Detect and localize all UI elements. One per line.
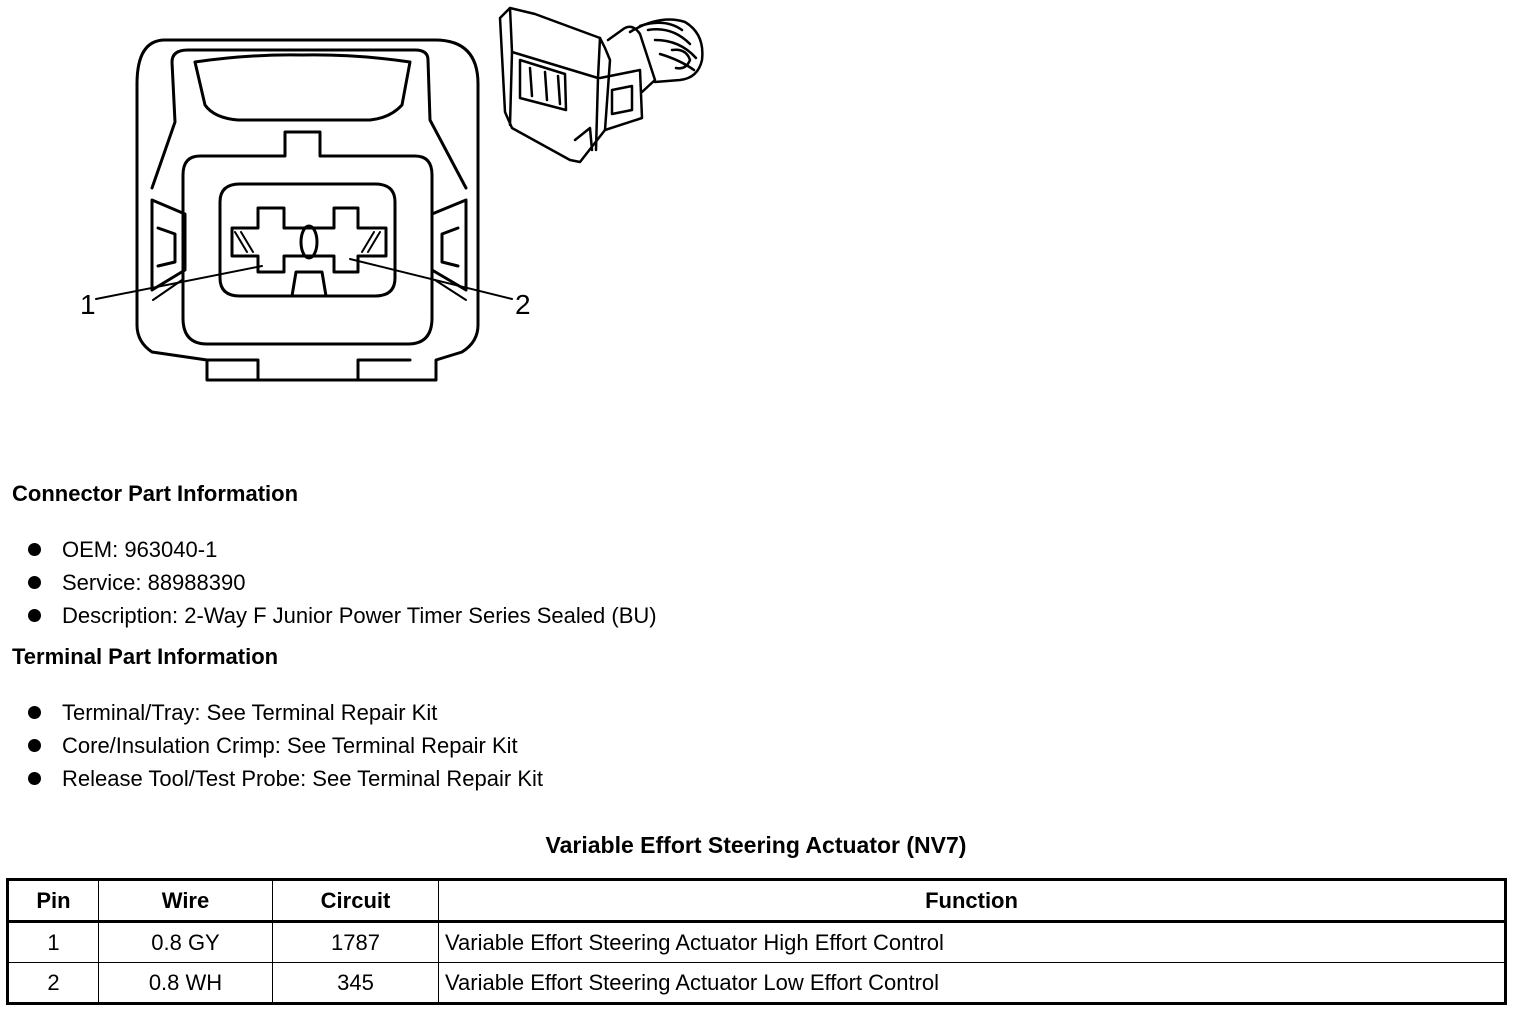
list-item: OEM: 963040-1 bbox=[28, 533, 657, 566]
column-header-wire: Wire bbox=[98, 879, 273, 923]
pinout-table: Pin Wire Circuit Function 1 0.8 GY 1787 … bbox=[6, 878, 1507, 1005]
pin-cell: 2 bbox=[7, 962, 99, 1004]
crimp-info: Core/Insulation Crimp: See Terminal Repa… bbox=[62, 733, 518, 758]
connector-description: Description: 2-Way F Junior Power Timer … bbox=[62, 603, 657, 628]
connector-face-view bbox=[135, 38, 480, 382]
table-row: 2 0.8 WH 345 Variable Effort Steering Ac… bbox=[7, 962, 1506, 1004]
column-header-function: Function bbox=[438, 879, 1506, 923]
function-cell: Variable Effort Steering Actuator Low Ef… bbox=[438, 962, 1506, 1004]
list-item: Description: 2-Way F Junior Power Timer … bbox=[28, 599, 657, 632]
terminal-part-information-heading: Terminal Part Information bbox=[12, 644, 279, 669]
column-header-circuit: Circuit bbox=[272, 879, 439, 923]
connector-diagram: 1 2 bbox=[80, 6, 704, 382]
bullet-icon bbox=[28, 706, 41, 719]
circuit-cell: 345 bbox=[272, 962, 439, 1004]
bullet-icon bbox=[28, 609, 41, 622]
connector-isometric-view bbox=[498, 6, 704, 164]
list-item: Terminal/Tray: See Terminal Repair Kit bbox=[28, 696, 543, 729]
oem-part-number: OEM: 963040-1 bbox=[62, 537, 218, 562]
pin-leader-lines bbox=[95, 258, 513, 300]
list-item: Release Tool/Test Probe: See Terminal Re… bbox=[28, 762, 543, 795]
service-part-number: Service: 88988390 bbox=[62, 570, 246, 595]
function-cell: Variable Effort Steering Actuator High E… bbox=[438, 921, 1506, 963]
bullet-icon bbox=[28, 739, 41, 752]
table-header-row: Pin Wire Circuit Function bbox=[7, 879, 1506, 923]
bullet-icon bbox=[28, 576, 41, 589]
list-item: Core/Insulation Crimp: See Terminal Repa… bbox=[28, 729, 543, 762]
wire-cell: 0.8 GY bbox=[98, 921, 273, 963]
pin-cell: 1 bbox=[7, 921, 99, 963]
connector-part-information-heading: Connector Part Information bbox=[12, 481, 299, 506]
terminal-tray-info: Terminal/Tray: See Terminal Repair Kit bbox=[62, 700, 438, 725]
list-item: Service: 88988390 bbox=[28, 566, 657, 599]
column-header-pin: Pin bbox=[7, 879, 99, 923]
bullet-icon bbox=[28, 772, 41, 785]
connector-part-information-list: OEM: 963040-1 Service: 88988390 Descript… bbox=[28, 533, 657, 632]
release-tool-info: Release Tool/Test Probe: See Terminal Re… bbox=[62, 766, 543, 791]
pin-1-callout: 1 bbox=[80, 289, 96, 320]
table-title: Variable Effort Steering Actuator (NV7) bbox=[545, 832, 967, 858]
terminal-part-information-list: Terminal/Tray: See Terminal Repair Kit C… bbox=[28, 696, 543, 795]
circuit-cell: 1787 bbox=[272, 921, 439, 963]
pin-2-callout: 2 bbox=[515, 289, 531, 320]
bullet-icon bbox=[28, 543, 41, 556]
table-row: 1 0.8 GY 1787 Variable Effort Steering A… bbox=[7, 921, 1506, 963]
wire-cell: 0.8 WH bbox=[98, 962, 273, 1004]
